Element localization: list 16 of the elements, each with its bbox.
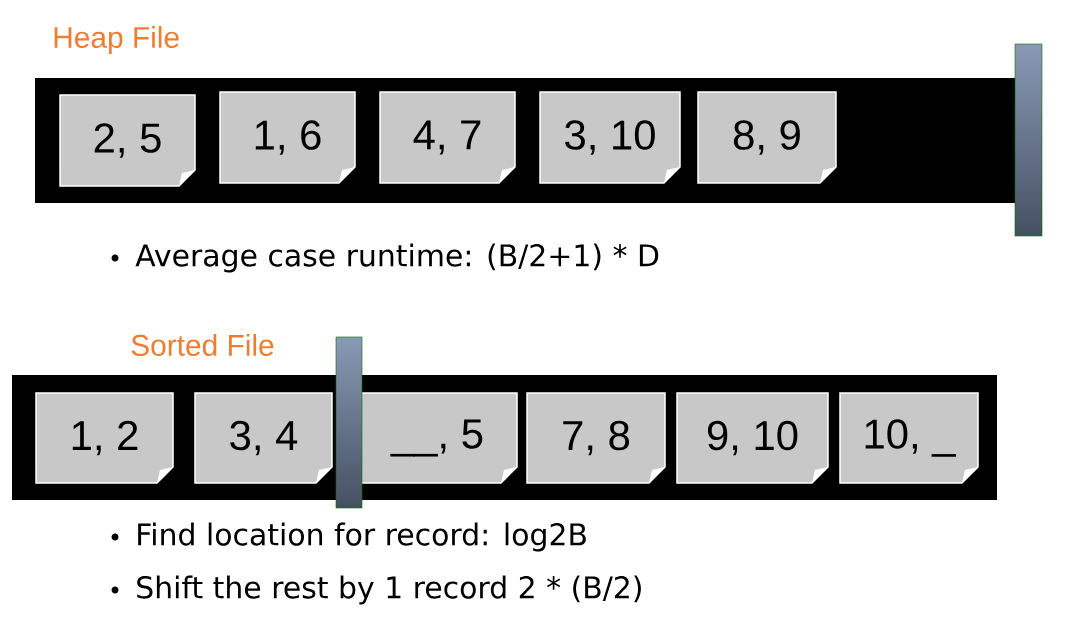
record-page: 2, 5: [59, 94, 196, 187]
record-page: 7, 8: [526, 392, 666, 484]
record-page: __, 5: [357, 392, 518, 484]
bullet-text: Find location for record: log2B: [138, 522, 586, 552]
record-page: 4, 7: [379, 91, 516, 184]
record-page: 3, 10: [539, 91, 681, 184]
record-page: 1, 2: [35, 392, 174, 484]
record-page: 9, 10: [676, 392, 829, 484]
bullet-text: Average case runtime: (B/2+1) * D: [135, 243, 659, 273]
record-page: 8, 9: [697, 91, 837, 184]
record-page: 10, _: [839, 392, 979, 484]
bullet-text: Shift the rest by 1 record 2 * (B/2): [137, 575, 641, 605]
record-page: 1, 6: [219, 91, 356, 184]
record-page: 3, 4: [194, 392, 333, 484]
section-title: Sorted File: [131, 334, 274, 356]
section-title: Heap File: [54, 26, 179, 54]
